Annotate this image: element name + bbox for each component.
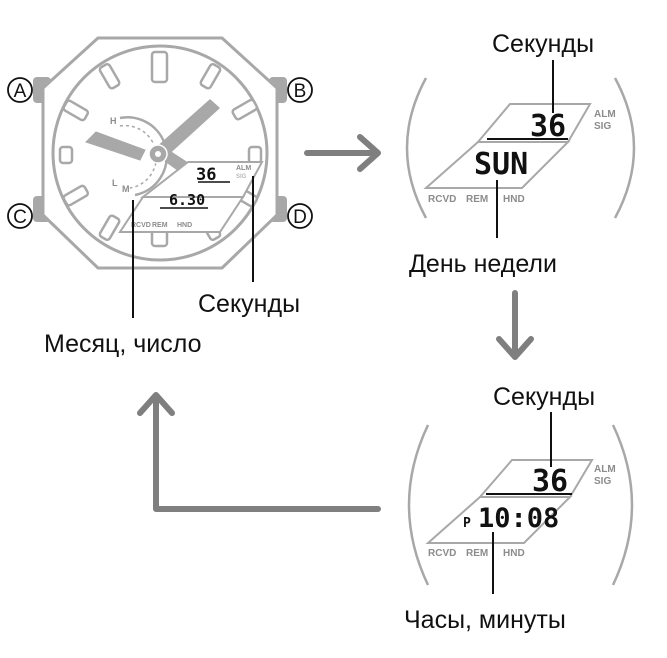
arrow-right	[304, 134, 381, 172]
watch-rcvd: RCVD	[131, 222, 151, 229]
label-seconds-watch: Секунды	[198, 290, 300, 318]
panel-time-hours-minutes: 10:08	[478, 503, 559, 534]
watch-rem: REM	[152, 222, 168, 229]
panel-day-hnd: HND	[503, 194, 525, 205]
watch-illustration: H L M 36 ALM SIG 6.30 RCVD REM HND A B	[7, 36, 313, 318]
arrow-back	[137, 392, 381, 512]
panel-time: 36 ALM SIG P 10:08 RCVD REM HND	[407, 412, 634, 594]
label-hours-minutes: Часы, минуты	[404, 606, 566, 634]
button-a-label: A	[14, 81, 27, 102]
panel-time-rem: REM	[466, 548, 488, 559]
button-a[interactable]: A	[7, 77, 33, 103]
subdial-letter-l: L	[112, 178, 118, 188]
watch-alm: ALM	[236, 165, 251, 172]
panel-day: 36 ALM SIG SUN RCVD REM HND	[405, 60, 636, 238]
arrow-down	[496, 290, 534, 360]
button-b[interactable]: B	[287, 77, 313, 103]
panel-day-rem: REM	[466, 194, 488, 205]
subdial-hand	[85, 131, 146, 161]
watch-seconds: 36	[196, 165, 216, 185]
panel-time-sig: SIG	[594, 476, 611, 487]
label-seconds-time: Секунды	[493, 383, 595, 411]
button-d[interactable]: D	[287, 203, 313, 229]
panel-day-rcvd: RCVD	[428, 194, 456, 205]
button-c-label: C	[13, 207, 27, 228]
button-b-label: B	[294, 81, 307, 102]
panel-time-pm: P	[463, 516, 471, 531]
button-d-label: D	[293, 207, 307, 228]
panel-time-seconds: 36	[532, 464, 568, 499]
panel-day-sig: SIG	[594, 121, 611, 132]
flow-arrows	[137, 134, 534, 512]
panel-time-alm: ALM	[594, 464, 616, 475]
label-weekday: День недели	[409, 250, 557, 278]
watch-lcd-lower	[118, 196, 245, 233]
watch-hnd: HND	[177, 222, 192, 229]
subdial-letter-h: H	[110, 116, 117, 126]
watch-date: 6.30	[169, 191, 205, 209]
panel-time-hnd: HND	[503, 548, 525, 559]
panel-day-alm: ALM	[594, 109, 616, 120]
button-c[interactable]: C	[7, 203, 33, 229]
panel-day-weekday: SUN	[474, 147, 528, 182]
label-seconds-day: Секунды	[492, 30, 594, 58]
panel-time-rcvd: RCVD	[428, 548, 456, 559]
watch-sig: SIG	[236, 174, 247, 180]
subdial-letter-m: M	[122, 184, 130, 194]
panel-day-seconds: 36	[530, 109, 566, 144]
label-month-day: Месяц, число	[44, 330, 202, 358]
